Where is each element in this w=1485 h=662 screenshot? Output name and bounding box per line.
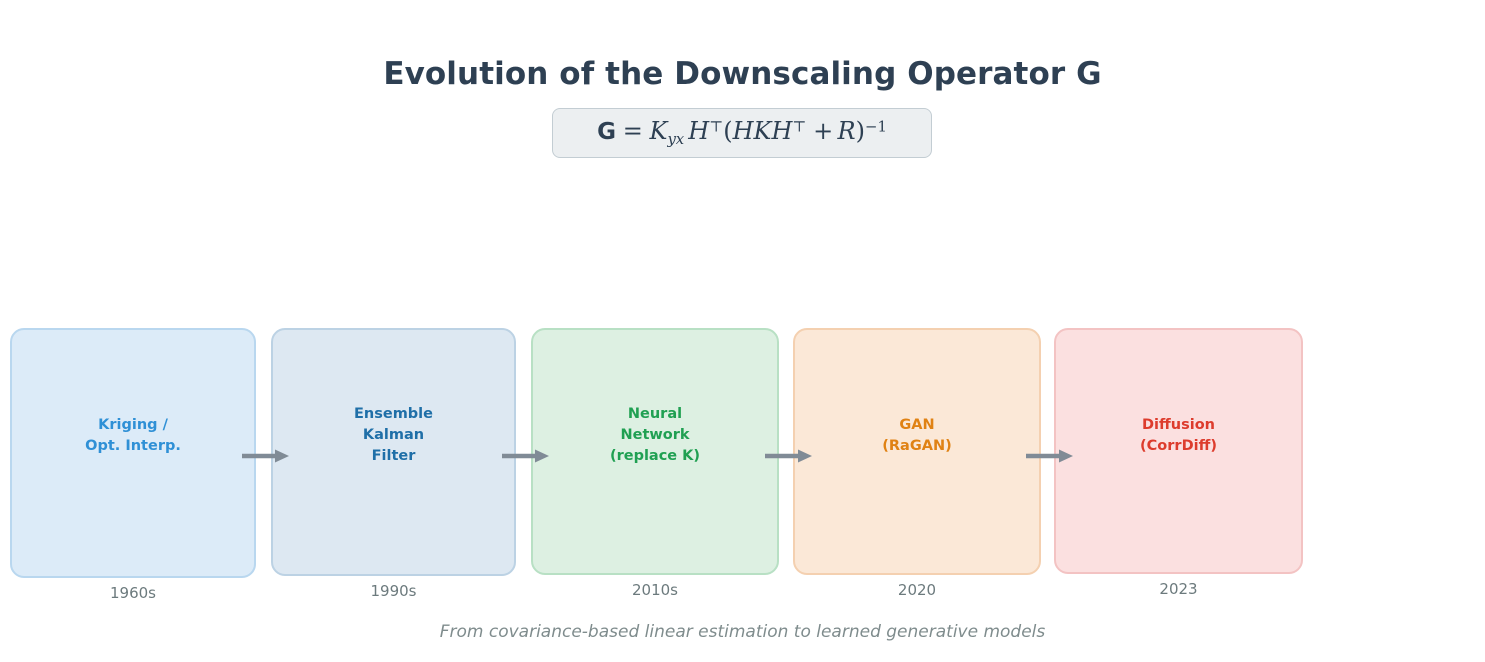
formula-H2: H bbox=[732, 117, 754, 146]
arrow-4-icon bbox=[1025, 447, 1073, 465]
arrow-2-icon bbox=[501, 447, 549, 465]
stage-label-neural-network: Neural Network (replace K) bbox=[609, 406, 701, 464]
formula-plus: + bbox=[813, 117, 834, 146]
formula-R: R bbox=[837, 117, 856, 146]
formula-transpose-2: ⊤ bbox=[792, 117, 807, 136]
stage-box-gan[interactable] bbox=[793, 328, 1041, 575]
stage-year-gan: 2020 bbox=[897, 581, 937, 599]
stage-box-neural-network[interactable] bbox=[531, 328, 779, 575]
formula-transpose-1: ⊤ bbox=[709, 117, 724, 136]
page-title: Evolution of the Downscaling Operator G bbox=[383, 56, 1102, 92]
formula-inverse-exponent: −1 bbox=[864, 117, 887, 136]
stage-year-neural-network: 2010s bbox=[632, 581, 678, 599]
stage-box-kriging[interactable] bbox=[10, 328, 256, 578]
formula-equals: = bbox=[622, 117, 643, 146]
formula-K-subscript: yx bbox=[667, 129, 684, 148]
stage-year-enkf: 1990s bbox=[370, 582, 417, 600]
formula-close-paren: ) bbox=[855, 117, 865, 146]
formula-open-paren: ( bbox=[723, 117, 733, 146]
stage-box-enkf[interactable] bbox=[271, 328, 516, 576]
formula-lhs-G: G bbox=[597, 119, 616, 146]
formula-H3: H bbox=[771, 117, 793, 146]
stage-label-gan: GAN (RaGAN) bbox=[882, 417, 952, 454]
arrow-3-icon bbox=[764, 447, 812, 465]
stage-year-diffusion: 2023 bbox=[1159, 580, 1198, 598]
stage-year-kriging: 1960s bbox=[110, 584, 156, 602]
stage-label-diffusion: Diffusion (CorrDiff) bbox=[1140, 417, 1217, 454]
arrow-1-icon bbox=[241, 447, 289, 465]
stage-box-diffusion[interactable] bbox=[1054, 328, 1303, 574]
stage-label-enkf: Ensemble Kalman Filter bbox=[354, 406, 433, 464]
footer-caption: From covariance-based linear estimation … bbox=[439, 622, 1046, 642]
formula-H1: H bbox=[688, 117, 710, 146]
formula-K: K bbox=[649, 117, 668, 146]
formula-K2: K bbox=[753, 117, 772, 146]
stage-label-kriging: Kriging / Opt. Interp. bbox=[85, 417, 181, 454]
